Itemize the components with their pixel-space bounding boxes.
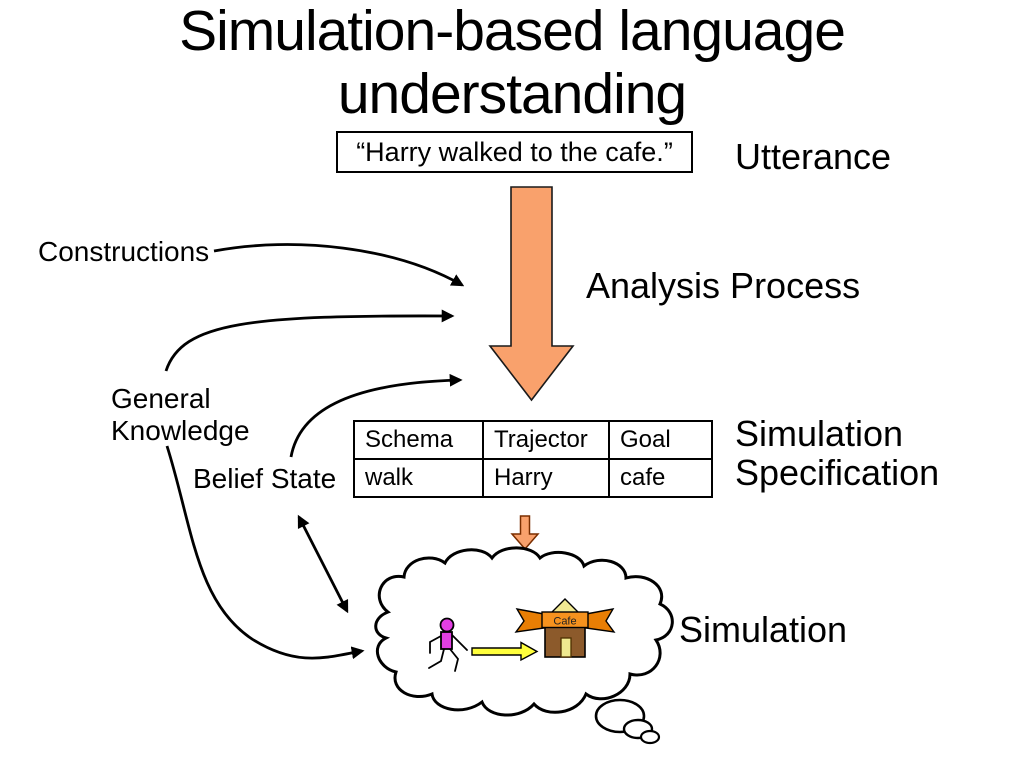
slide-title: Simulation-based language understanding bbox=[179, 0, 846, 126]
walk-arrow-icon bbox=[471, 641, 539, 662]
table-header-goal: Goal bbox=[608, 420, 713, 460]
knowledge-to-simulation-arrow bbox=[165, 445, 365, 660]
utterance-text: “Harry walked to the cafe.” bbox=[356, 136, 673, 167]
cafe-building-icon: Cafe bbox=[514, 598, 616, 658]
table-header-schema: Schema bbox=[353, 420, 484, 460]
general-knowledge-arrow bbox=[164, 309, 455, 372]
simulation-specification-label: Simulation Specification bbox=[735, 413, 940, 493]
analysis-process-label: Analysis Process bbox=[586, 265, 861, 306]
cafe-banner bbox=[541, 611, 589, 629]
belief-state-label: Belief State bbox=[193, 463, 337, 494]
analysis-down-arrow-icon bbox=[488, 186, 575, 402]
table-row: walk Harry cafe bbox=[353, 458, 713, 498]
utterance-box: “Harry walked to the cafe.” bbox=[336, 131, 693, 173]
stick-figure-icon bbox=[428, 617, 468, 672]
constructions-arrow bbox=[213, 243, 465, 287]
spec-to-simulation-arrow-icon bbox=[510, 515, 540, 551]
simulation-spec-table: Schema Trajector Goal walk Harry cafe bbox=[353, 420, 713, 498]
table-header-trajector: Trajector bbox=[482, 420, 610, 460]
table-cell-trajector-value: Harry bbox=[482, 458, 610, 498]
table-cell-schema-value: walk bbox=[353, 458, 484, 498]
thought-bubble-small bbox=[639, 729, 661, 745]
cafe-sign-label: Cafe bbox=[553, 616, 576, 628]
simulation-label: Simulation bbox=[679, 609, 848, 650]
belief-state-arrow bbox=[289, 373, 463, 458]
table-cell-goal-value: cafe bbox=[608, 458, 713, 498]
table-header-row: Schema Trajector Goal bbox=[353, 420, 713, 460]
belief-simulation-double-arrow bbox=[297, 514, 349, 614]
general-knowledge-label: General Knowledge bbox=[111, 383, 250, 446]
constructions-label: Constructions bbox=[38, 236, 210, 267]
utterance-label: Utterance bbox=[735, 136, 892, 177]
